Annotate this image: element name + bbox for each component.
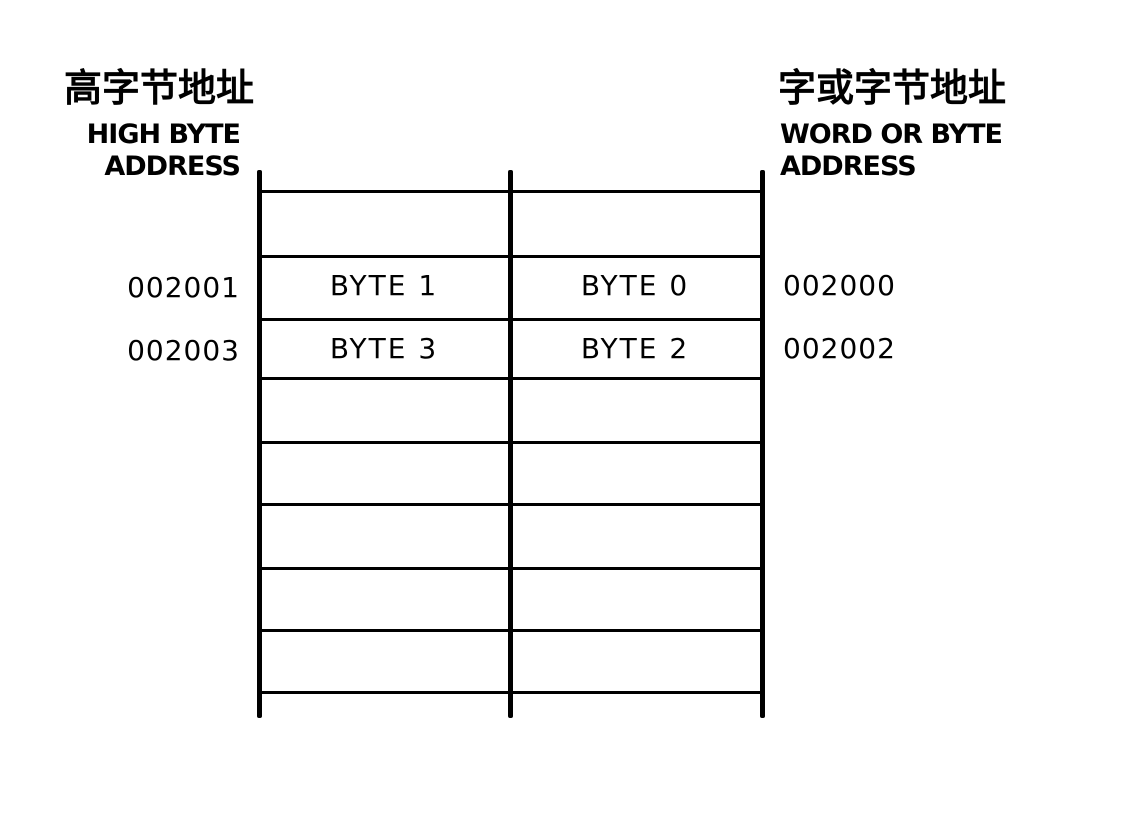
row-divider [259, 691, 763, 694]
high-byte-cell: BYTE 3 [329, 332, 439, 365]
table-right-border [760, 170, 765, 718]
right-header-english-line2: ADDRESS [780, 151, 917, 182]
left-header-chinese: 高字节地址 [64, 65, 255, 110]
low-byte-cell: BYTE 2 [580, 332, 690, 365]
high-byte-cell: BYTE 1 [329, 269, 439, 302]
table-middle-divider [508, 170, 513, 718]
row-divider [259, 629, 763, 632]
row-divider [259, 255, 763, 258]
row-divider [259, 318, 763, 321]
left-header-english-line1: HIGH BYTE [86, 119, 241, 150]
right-header-english-line1: WORD OR BYTE [780, 119, 1003, 150]
low-byte-cell: BYTE 0 [580, 269, 690, 302]
word-address: 002002 [783, 332, 896, 365]
row-divider [259, 190, 763, 193]
table-left-border [257, 170, 262, 718]
high-byte-address: 002003 [127, 334, 240, 367]
word-address: 002000 [783, 269, 896, 302]
left-header-english-line2: ADDRESS [104, 151, 241, 182]
row-divider [259, 567, 763, 570]
right-header-chinese: 字或字节地址 [778, 65, 1007, 110]
row-divider [259, 377, 763, 380]
row-divider [259, 441, 763, 444]
row-divider [259, 503, 763, 506]
high-byte-address: 002001 [127, 271, 240, 304]
